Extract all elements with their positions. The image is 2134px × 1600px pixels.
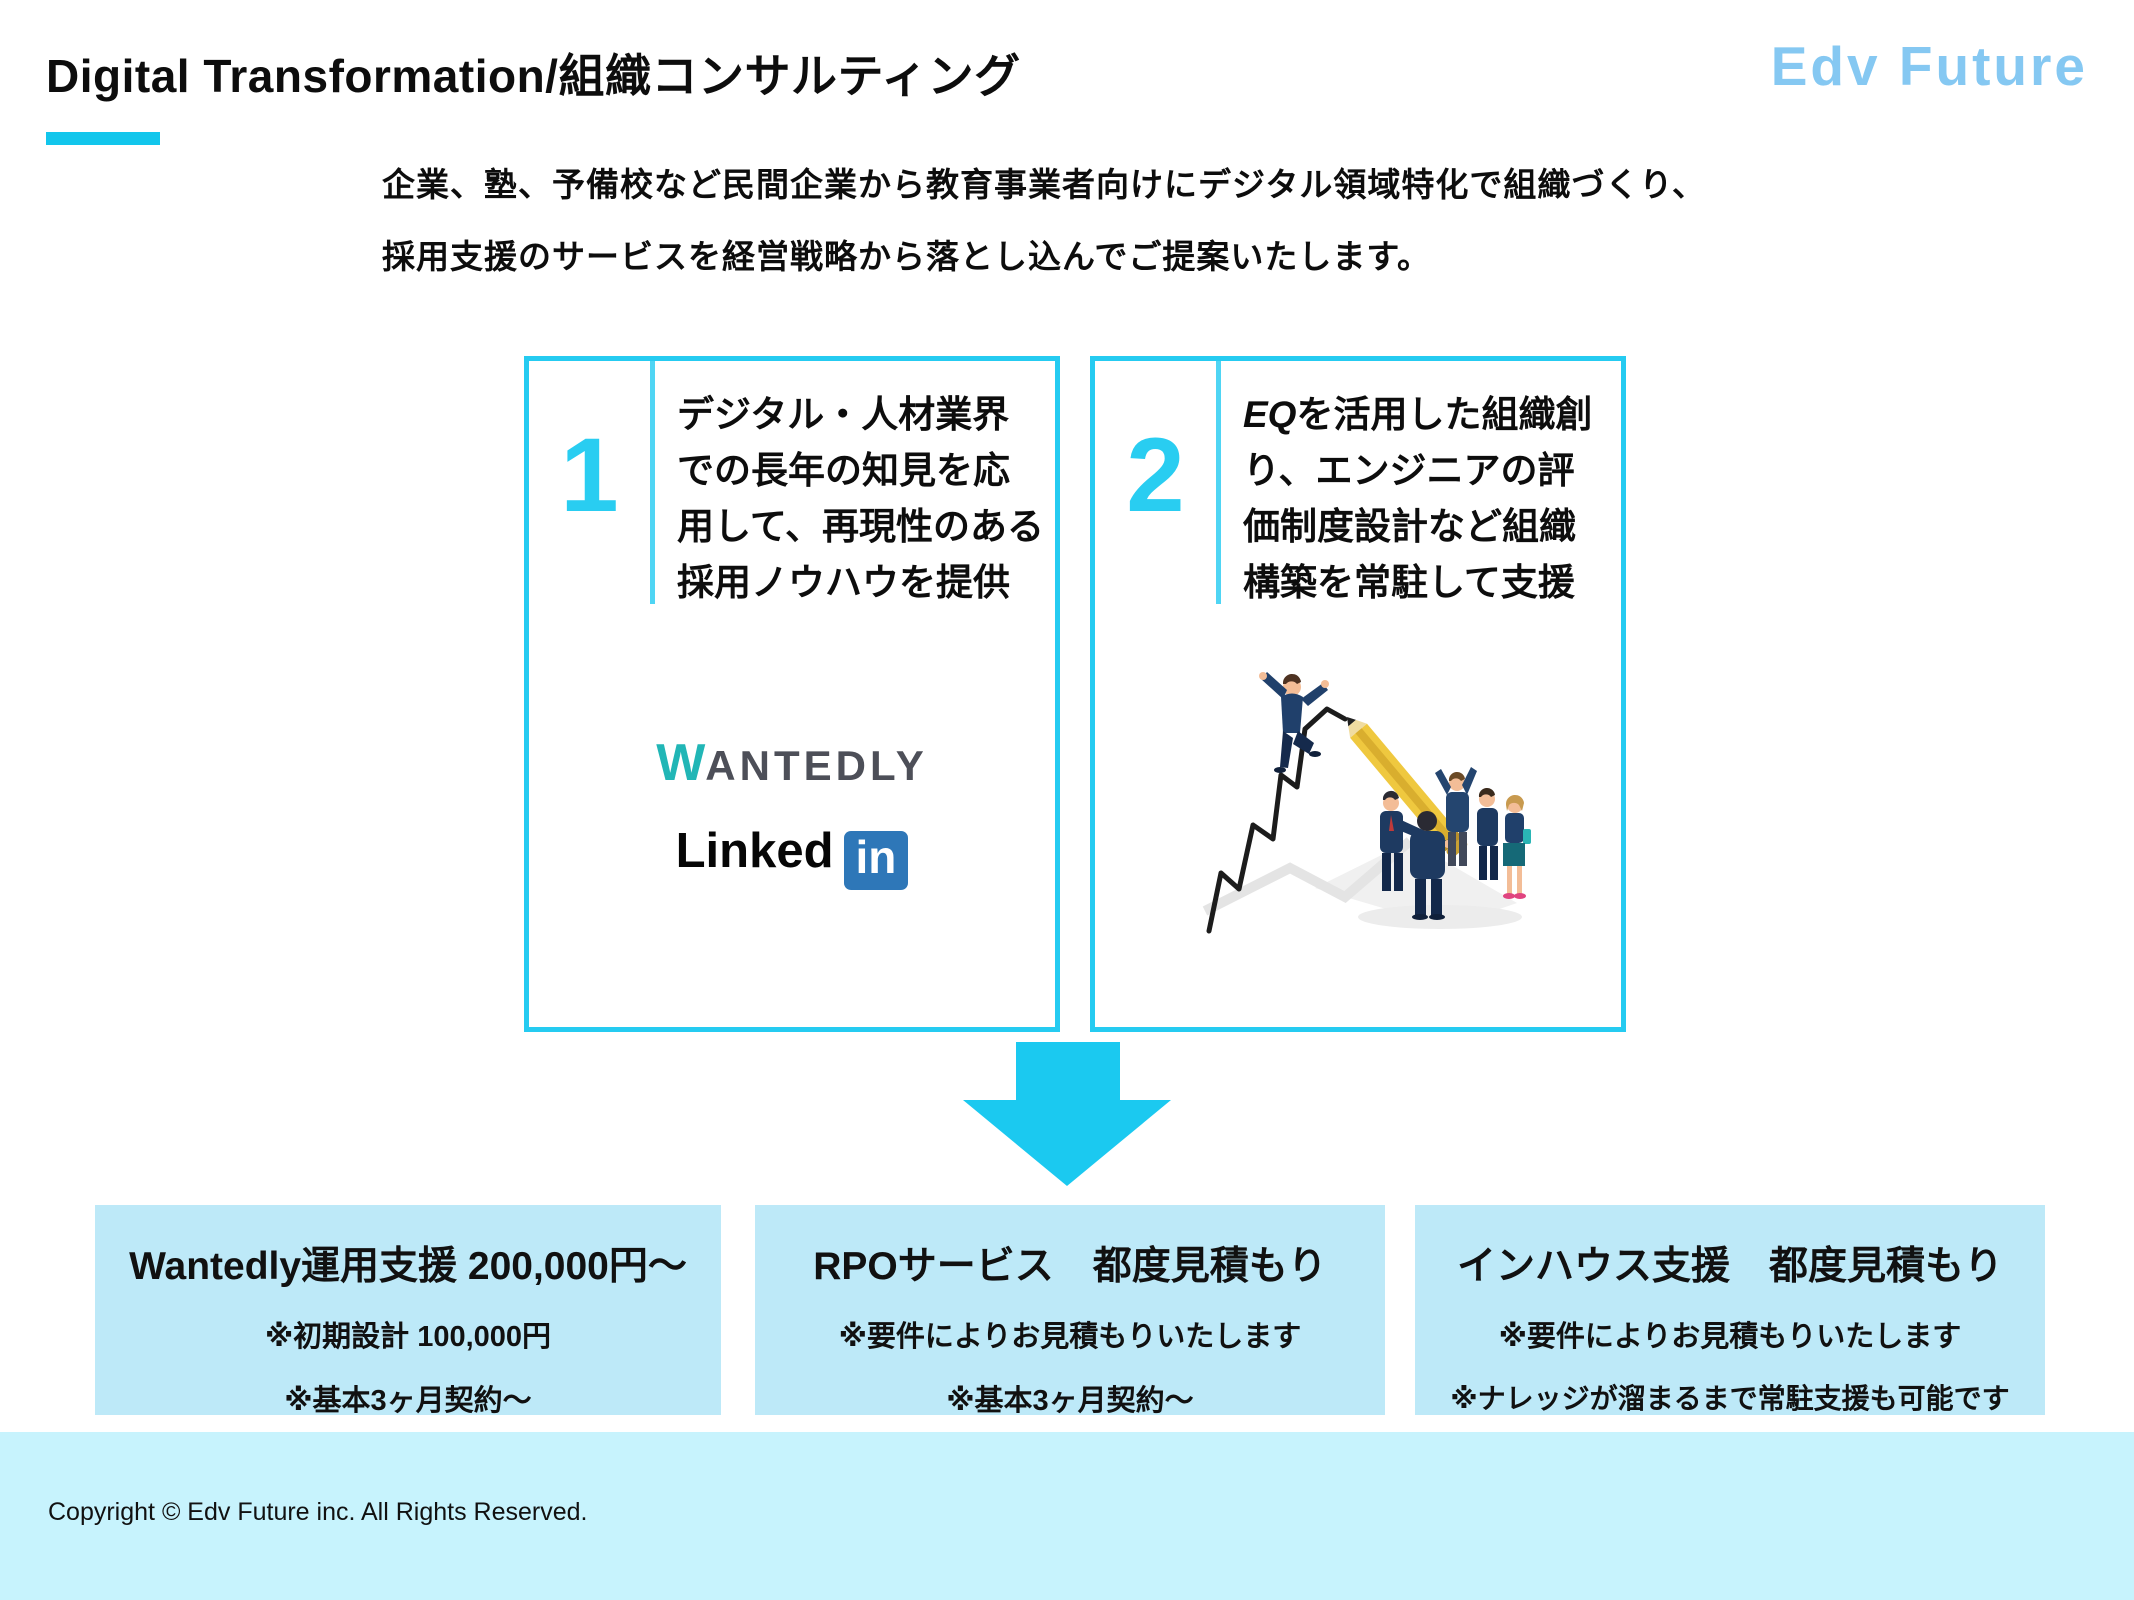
team-growth-illustration — [1202, 672, 1531, 934]
wantedly-w-mark: W — [656, 734, 706, 792]
eq-term: EQ — [1243, 394, 1297, 435]
brand-logo: Edv Future — [1770, 35, 2088, 97]
step-divider-1 — [650, 361, 655, 604]
offer-note: ※基本3ヶ月契約〜 — [946, 1385, 1194, 1417]
offer-title: インハウス支援 都度見積もり — [1456, 1245, 2003, 1288]
step-1-line: デジタル・人材業界 — [677, 394, 1010, 435]
linkedin-wordmark: Linked — [675, 824, 834, 878]
down-arrow-icon-tip — [963, 1100, 1171, 1186]
offer-card-wantedly: Wantedly運用支援 200,000円〜 ※初期設計 100,000円 ※基… — [95, 1205, 721, 1417]
step-card-2: 2 EQを活用した組織創 り、エンジニアの評 価制度設計など組織 構築を常駐して… — [1090, 356, 1626, 1032]
intro-paragraph: 企業、塾、予備校など民間企業から教育事業者向けにデジタル領域特化で組織づくり、 … — [382, 162, 1706, 306]
offer-title: RPOサービス 都度見積もり — [813, 1245, 1327, 1288]
linkedin-in-badge: in — [843, 831, 909, 890]
offer-note: ※基本3ヶ月契約〜 — [284, 1385, 532, 1417]
page-title: Digital Transformation/組織コンサルティング — [46, 50, 1021, 102]
step-1-line: 用して、再現性のある — [677, 506, 1045, 547]
step-2-line: り、エンジニアの評 — [1243, 450, 1575, 491]
intro-line-1: 企業、塾、予備校など民間企業から教育事業者向けにデジタル領域特化で組織づくり、 — [382, 166, 1707, 203]
step-text-2: EQを活用した組織創 り、エンジニアの評 価制度設計など組織 構築を常駐して支援 — [1243, 387, 1592, 611]
offer-card-rpo: RPOサービス 都度見積もり ※要件によりお見積もりいたします ※基本3ヶ月契約… — [755, 1205, 1385, 1417]
offer-note: ※初期設計 100,000円 — [264, 1321, 552, 1353]
step-2-line: 価制度設計など組織 — [1243, 506, 1576, 547]
step-number-2: 2 — [1126, 417, 1185, 534]
wantedly-logo: WANTEDLY — [529, 733, 1055, 793]
offer-card-inhouse: インハウス支援 都度見積もり ※要件によりお見積もりいたします ※ナレッジが溜ま… — [1415, 1205, 2045, 1415]
wantedly-wordmark: ANTEDLY — [705, 742, 928, 789]
title-underline — [46, 132, 160, 145]
offer-title: Wantedly運用支援 200,000円〜 — [129, 1245, 687, 1288]
step-2-line: 構築を常駐して支援 — [1243, 562, 1575, 603]
step-1-line: 採用ノウハウを提供 — [677, 562, 1010, 603]
step-number-1: 1 — [560, 417, 619, 534]
step-card-1: 1 デジタル・人材業界 での長年の知見を応 用して、再現性のある 採用ノウハウを… — [524, 356, 1060, 1032]
offer-note: ※ナレッジが溜まるまで常駐支援も可能です — [1450, 1383, 2010, 1414]
footer-band: Copyright © Edv Future inc. All Rights R… — [0, 1432, 2134, 1600]
down-arrow-icon — [1016, 1042, 1120, 1100]
step-text-1: デジタル・人材業界 での長年の知見を応 用して、再現性のある 採用ノウハウを提供 — [677, 387, 1044, 611]
offer-note: ※要件によりお見積もりいたします — [1498, 1321, 1962, 1353]
step-2-line-rest: を活用した組織創 — [1296, 394, 1593, 435]
step-divider-2 — [1216, 361, 1221, 604]
intro-line-2: 採用支援のサービスを経営戦略から落とし込んでご提案いたします。 — [382, 238, 1432, 275]
step-2-line: EQを活用した組織創 — [1243, 387, 1592, 443]
step-1-line: での長年の知見を応 — [677, 450, 1010, 491]
illustration-wrap — [1195, 653, 1535, 953]
offer-note: ※要件によりお見積もりいたします — [838, 1321, 1302, 1353]
copyright-text: Copyright © Edv Future inc. All Rights R… — [48, 1498, 588, 1526]
